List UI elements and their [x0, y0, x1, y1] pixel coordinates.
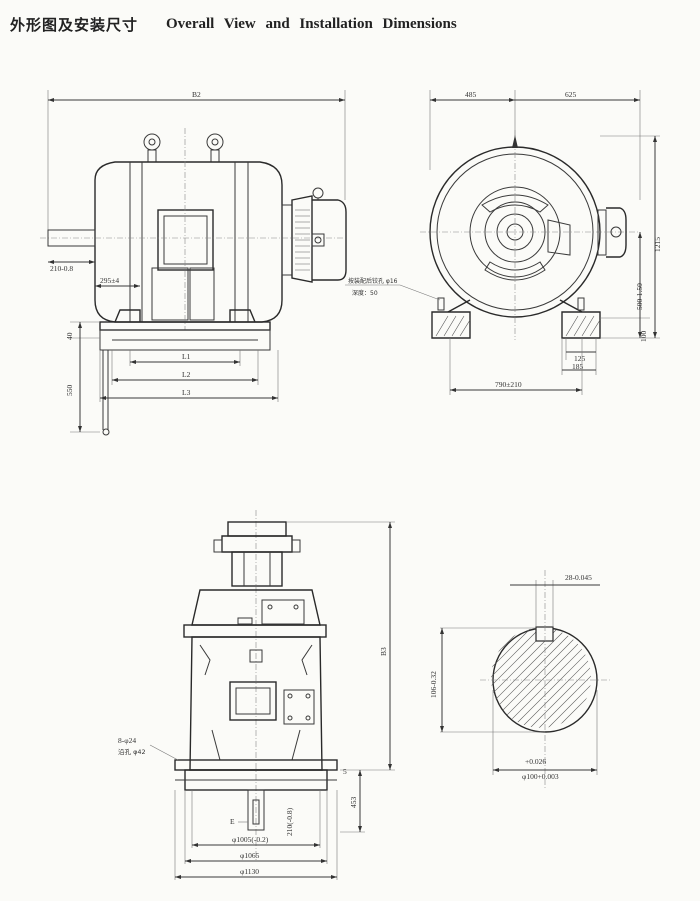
note-holes: 8-φ24 — [118, 736, 136, 745]
hatch-line — [599, 620, 700, 740]
dim-295: 295±4 — [100, 276, 119, 285]
dim-B3: B3 — [379, 647, 388, 656]
dim-185: 185 — [572, 362, 584, 371]
page-title: 外形图及安装尺寸 Overall View and Installation D… — [10, 12, 457, 36]
dim-B2: B2 — [192, 90, 201, 99]
dim-500: 500-1.50 — [635, 283, 644, 310]
dim-dia: φ100+0.003 — [522, 772, 559, 781]
note-depth: 深度：50 — [352, 289, 378, 297]
dim-L1: L1 — [182, 352, 191, 361]
label-E: E — [230, 817, 235, 826]
front-view: B2 — [40, 90, 347, 436]
hatch-line — [535, 628, 591, 728]
hatch-line — [490, 628, 531, 728]
dim-tol: +0.026 — [525, 757, 546, 766]
side-view: 485 625 — [345, 90, 662, 395]
dim-shaft: 210-0.8 — [50, 264, 73, 273]
vertical-view: B3 453 5 8-φ24 沿孔 φ42 E 210(-0.8) φ1005(… — [118, 510, 395, 880]
hatch-line — [544, 628, 591, 728]
note-holes-2: 沿孔 φ42 — [118, 747, 146, 756]
dim-5: 5 — [343, 767, 347, 776]
dim-L2: L2 — [182, 370, 191, 379]
dim-485: 485 — [465, 90, 477, 99]
dim-1065: φ1065 — [240, 851, 260, 860]
dim-key: 28-0.045 — [565, 573, 592, 582]
dim-1130: φ1130 — [240, 867, 259, 876]
dim-625: 625 — [565, 90, 577, 99]
dim-106: 106-0.32 — [429, 671, 438, 698]
dim-100: 100 — [639, 331, 648, 343]
dim-210: 210(-0.8) — [285, 807, 294, 836]
dim-453: 453 — [349, 797, 358, 809]
hatch-line — [517, 628, 591, 728]
dim-L3: L3 — [182, 388, 191, 397]
shaft-section: 28-0.045 106-0.32 +0.026 φ100+0.003 — [365, 570, 700, 790]
title-english: Overall View and Installation Dimensions — [166, 15, 457, 32]
dim-125: 125 — [574, 354, 586, 363]
hatch-line — [490, 628, 540, 728]
dim-1005: φ1005(-0.2) — [232, 835, 269, 844]
hatch-line — [490, 628, 549, 728]
note-ream: 按装配后铰孔 φ16 — [348, 277, 398, 285]
dim-790: 790±210 — [495, 380, 522, 389]
dim-550: 550 — [65, 385, 74, 397]
title-chinese: 外形图及安装尺寸 — [10, 15, 139, 34]
dim-40: 40 — [65, 332, 74, 340]
hatch-line — [365, 620, 485, 740]
dim-1215: 1215 — [653, 237, 662, 252]
